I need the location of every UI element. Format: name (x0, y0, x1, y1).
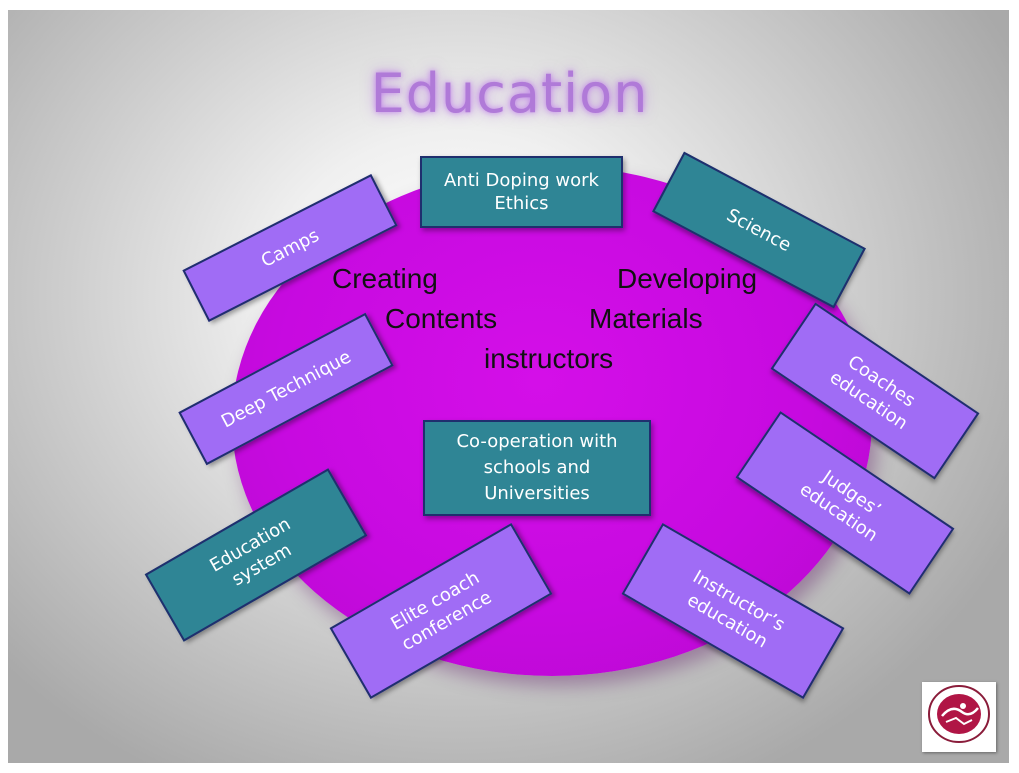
ifagg-logo (922, 682, 996, 752)
box-anti-doping: Anti Doping work Ethics (420, 156, 623, 228)
ifagg-logo-icon (928, 685, 990, 743)
text-instructors: instructors (484, 343, 614, 374)
slide-title: Education (370, 62, 649, 125)
text-developing: Developing (617, 263, 758, 294)
box-cooperation: Co-operation with schools and Universiti… (423, 420, 651, 516)
text-materials: Materials (589, 303, 703, 334)
text-creating: Creating (332, 263, 438, 294)
text-contents: Contents (385, 303, 498, 334)
